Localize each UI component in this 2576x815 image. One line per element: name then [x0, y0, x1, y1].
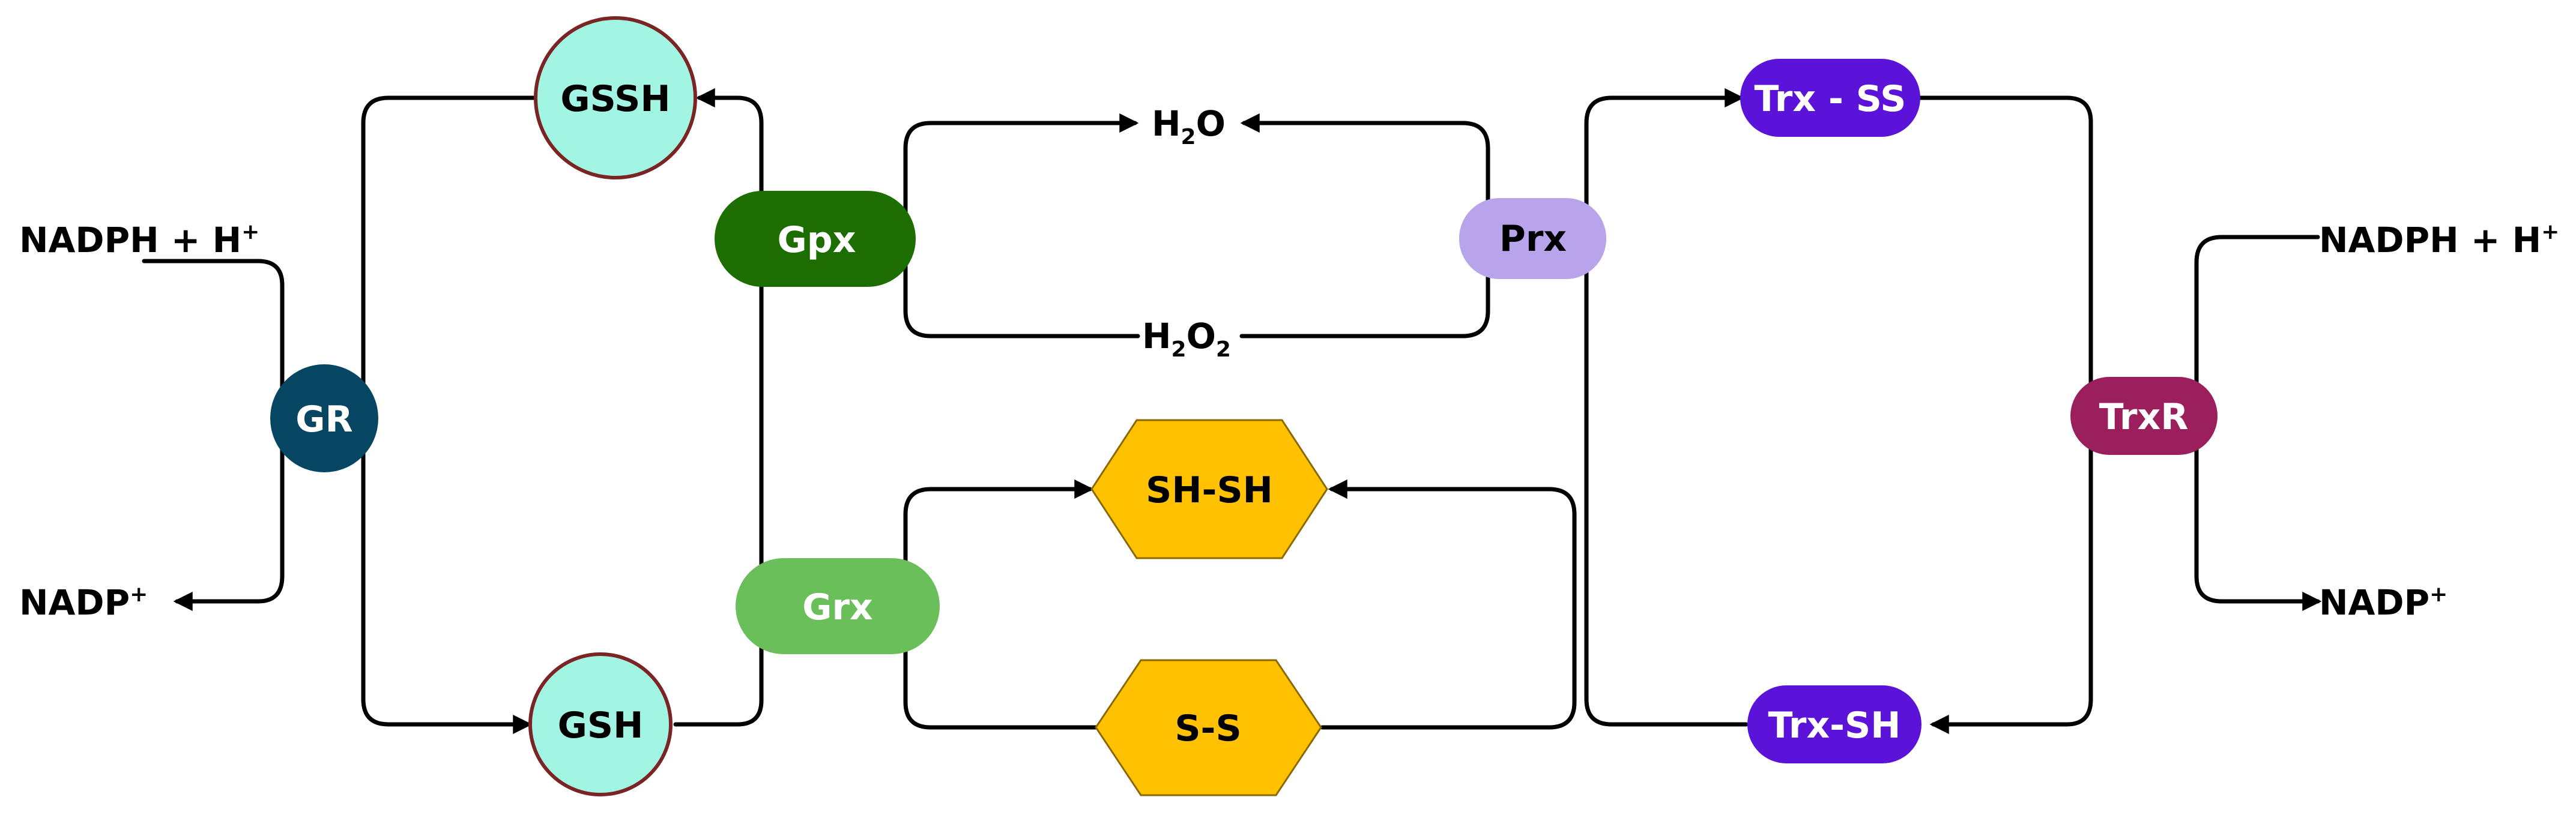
prx-label: Prx: [1499, 218, 1567, 260]
trxr-pill: [2070, 377, 2218, 455]
peroxide-sub1: 2: [1172, 337, 1187, 362]
peroxide-sub2: 2: [1216, 337, 1231, 362]
gssh-node: GSSH: [534, 16, 697, 179]
s-s-node: S-S: [1095, 659, 1322, 796]
gr-label: GR: [295, 398, 352, 441]
left-nadph-label: NADPH + H+: [19, 220, 259, 260]
trx-sh-label: Trx-SH: [1768, 705, 1901, 747]
grx-node: Grx: [736, 558, 940, 654]
gr-node: GR: [270, 364, 378, 472]
left-nadp-base: NADP: [19, 582, 130, 623]
prx-to-water-line: [1240, 113, 1490, 239]
prx-node: Prx: [1459, 198, 1606, 279]
gpx-to-water-line: [903, 113, 1139, 242]
water-sub: 2: [1181, 125, 1196, 149]
ss-to-shsh-return-line: [1320, 479, 1577, 730]
right-nadph-label: NADPH + H+: [2319, 220, 2559, 260]
peroxide-label: H2O2: [1142, 316, 1231, 362]
gr-circle: [270, 364, 378, 472]
left-nadph-sup: +: [241, 220, 259, 244]
gsh-node: GSH: [528, 652, 673, 796]
gsh-to-gssh-line: [361, 95, 540, 423]
peroxide-h: H: [1142, 316, 1172, 356]
trx-ss-pill: [1740, 59, 1920, 137]
trx-sh-to-trx-ss-line: [1584, 88, 1749, 727]
water-label: H2O: [1152, 103, 1226, 149]
left-nadph-base: NADPH + H: [19, 220, 241, 260]
grx-pill: [736, 558, 940, 654]
grx-to-ss-line: [903, 598, 1098, 730]
peroxide-o: O: [1187, 316, 1216, 356]
prx-pill: [1459, 198, 1606, 279]
trxr-node: TrxR: [2070, 377, 2218, 455]
gsh-circle: [528, 652, 673, 796]
right-nadph-sup: +: [2541, 220, 2559, 244]
grx-to-shsh-line: [903, 479, 1094, 603]
gpx-node: Gpx: [715, 191, 916, 287]
right-nadp-base: NADP: [2319, 582, 2429, 623]
trx-sh-node: Trx-SH: [1747, 685, 1921, 763]
right-nadp-sup: +: [2429, 582, 2448, 607]
trxr-label: TrxR: [2099, 396, 2189, 438]
sh-sh-node: SH-SH: [1090, 419, 1328, 559]
gpx-from-peroxide-line: [903, 238, 1140, 338]
gssh-circle: [534, 16, 697, 179]
right-nadp-label: NADP+: [2319, 582, 2448, 623]
gsh-label: GSH: [558, 705, 644, 747]
peroxide-to-prx-line: [1239, 235, 1490, 338]
trxr-to-trx-sh-line: [1916, 95, 2093, 735]
gssh-label: GSSH: [560, 78, 670, 120]
right-nadph-base: NADPH + H: [2319, 220, 2541, 260]
gpx-label: Gpx: [778, 219, 856, 261]
water-o: O: [1196, 103, 1226, 144]
s-s-hexagon: [1095, 659, 1322, 796]
trx-sh-pill: [1747, 685, 1921, 763]
grx-label: Grx: [802, 586, 873, 628]
left-nadp-label: NADP+: [19, 582, 148, 623]
sh-sh-label: SH-SH: [1146, 469, 1273, 511]
left-nadp-sup: +: [130, 582, 148, 607]
gr-to-gsh-line: [361, 418, 533, 735]
left-nadph-to-gr-line: [142, 259, 285, 612]
gpx-axis-line: [673, 88, 764, 727]
gpx-pill: [715, 191, 916, 287]
s-s-label: S-S: [1175, 708, 1241, 750]
water-h: H: [1152, 103, 1181, 144]
trx-ss-label: Trx - SS: [1754, 78, 1906, 120]
sh-sh-hexagon: [1090, 419, 1328, 559]
trx-ss-node: Trx - SS: [1740, 59, 1920, 137]
